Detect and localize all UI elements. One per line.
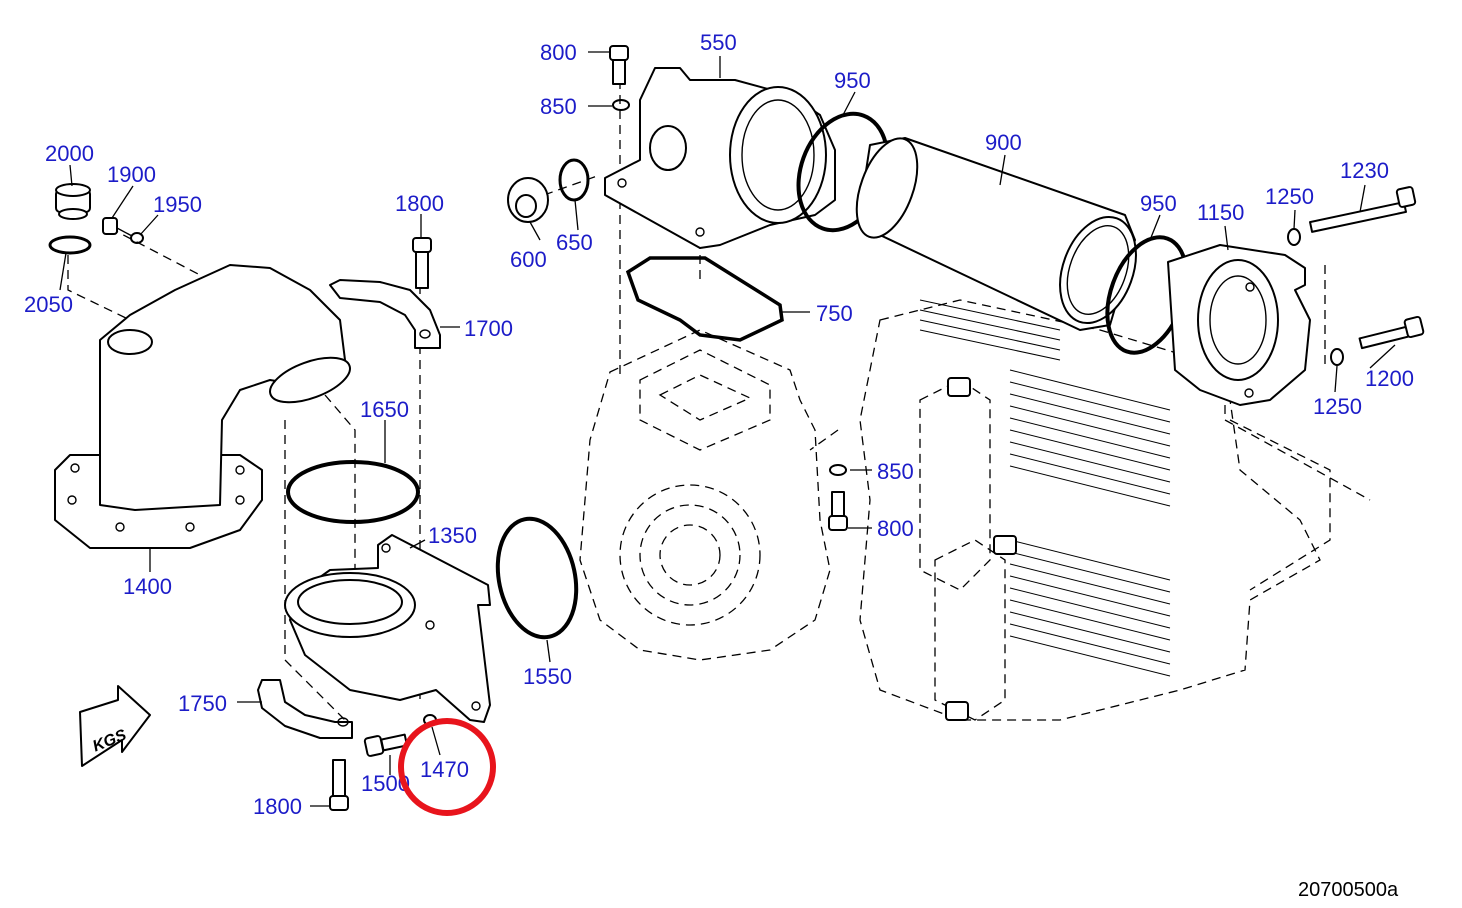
leader-lines [59,51,1396,807]
label-800[interactable]: 800 [877,516,914,541]
label-1800[interactable]: 1800 [253,794,302,819]
label-550[interactable]: 550 [700,30,737,55]
label-1400[interactable]: 1400 [123,574,172,599]
part-1950-washer [130,232,144,244]
label-800[interactable]: 800 [540,40,577,65]
part-1650-o-ring [286,460,420,524]
label-2050[interactable]: 2050 [24,292,73,317]
label-900[interactable]: 900 [985,130,1022,155]
part-1500-bolt [363,733,408,757]
label-1250[interactable]: 1250 [1313,394,1362,419]
part-650-o-ring [558,158,590,202]
label-2000[interactable]: 2000 [45,141,94,166]
label-1230[interactable]: 1230 [1340,158,1389,183]
part-2000-plug [55,183,91,220]
engine-block-outline [579,299,1331,721]
part-900-tube [855,137,1137,331]
part-1750-clamp [257,679,353,739]
label-1650[interactable]: 1650 [360,397,409,422]
label-1470[interactable]: 1470 [420,757,469,782]
drawing-reference: 20700500a [1298,879,1399,901]
part-1250-washer-bottom [1330,348,1344,366]
label-1900[interactable]: 1900 [107,162,156,187]
part-1350-adapter [284,534,491,723]
part-750-gasket [625,256,784,342]
label-950[interactable]: 950 [834,68,871,93]
part-1400-elbow-pipe [54,264,351,549]
part-1700-clamp [329,279,441,349]
kgs-direction-arrow: KGS [79,685,151,767]
part-800-bolt-mid [828,491,848,531]
label-1700[interactable]: 1700 [464,316,513,341]
part-labels: 800 550 950 850 2000 1900 1950 900 1230 … [24,30,1414,819]
part-1150-flange [1167,244,1311,406]
label-1200[interactable]: 1200 [1365,366,1414,391]
label-600[interactable]: 600 [510,247,547,272]
label-850[interactable]: 850 [540,94,577,119]
part-550-housing [604,67,836,249]
part-1800-bolt-bottom [329,759,349,811]
label-1800[interactable]: 1800 [395,191,444,216]
label-1350[interactable]: 1350 [428,523,477,548]
part-600-plug [507,177,549,223]
part-1200-bolt [1358,315,1425,350]
label-1150[interactable]: 1150 [1197,200,1244,225]
label-1550[interactable]: 1550 [523,664,572,689]
label-950[interactable]: 950 [1140,191,1177,216]
part-2050-o-ring [48,235,92,255]
part-1900-fitting [102,217,133,237]
label-750[interactable]: 750 [816,301,853,326]
part-1800-bolt-top [412,237,432,289]
label-1250[interactable]: 1250 [1265,184,1314,209]
highlight-circle [398,718,496,816]
label-1950[interactable]: 1950 [153,192,202,217]
part-850-washer-top [612,99,630,111]
part-1230-bolt [1309,186,1417,233]
part-850-washer-mid [829,464,847,476]
label-1750[interactable]: 1750 [178,691,227,716]
label-650[interactable]: 650 [556,230,593,255]
part-800-bolt-top [609,45,629,85]
part-1550-o-ring [495,516,579,640]
cooler-fins [919,299,1171,677]
block-bolt-heads [945,377,1017,721]
label-850[interactable]: 850 [877,459,914,484]
part-1250-washer-top [1287,228,1301,246]
